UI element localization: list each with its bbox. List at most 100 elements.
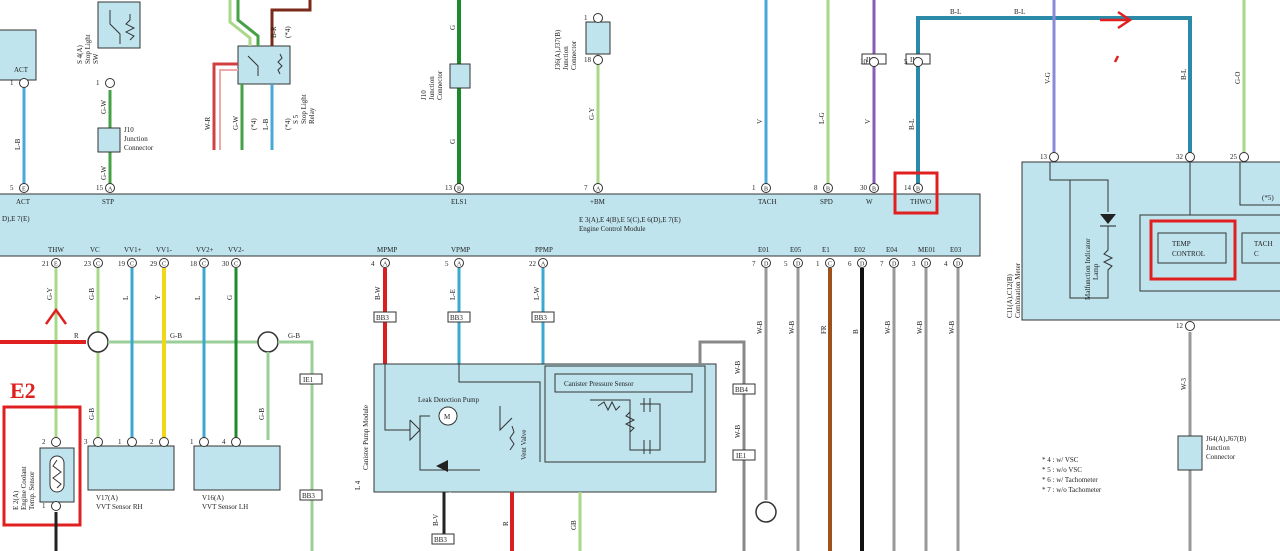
pin-name: ELS1 — [451, 198, 467, 206]
wire-code-bv: B-V — [432, 514, 440, 526]
pin-circle — [921, 258, 931, 268]
pin-code: A — [457, 262, 462, 268]
pin-circle — [159, 437, 169, 447]
pin-number: 3 — [912, 260, 916, 268]
pin-number: 13 — [445, 184, 453, 192]
pin-name: E01 — [758, 246, 770, 254]
pin-number: 25 — [1230, 153, 1238, 161]
pin-number: 19 — [118, 260, 126, 268]
wire-code-le: L-E — [449, 289, 457, 300]
pin-number: 2 — [42, 438, 46, 446]
pin-circle — [199, 437, 209, 447]
pin-code: C — [828, 262, 832, 268]
ecm-bottom-pins: E21THWC23VCC19VV1+C29VV1-C18VV2+C30VV2-A… — [42, 246, 963, 268]
pin-circle — [51, 437, 61, 447]
transistor-1 — [409, 419, 421, 442]
wire-code-tach: V — [756, 119, 764, 124]
connector-pin-12: 3 — [84, 437, 103, 447]
connector-bb3-2 — [447, 311, 471, 323]
relay-label-2: Stop Light — [300, 94, 308, 124]
wire-code-bl-1: B-L — [950, 8, 961, 16]
wire-code-gb-right: G-B — [258, 408, 266, 420]
pin-number: 1 — [96, 79, 100, 87]
pin-code: D — [860, 262, 865, 268]
pin-circle — [105, 183, 115, 193]
pin-name: E05 — [790, 246, 802, 254]
wire-code-e01: W-B — [756, 320, 764, 334]
meter-wire-c — [1239, 162, 1280, 206]
pin-circle — [231, 437, 241, 447]
pin-number: 30 — [860, 184, 868, 192]
pin-number: 6 — [848, 260, 852, 268]
pin-code: D — [892, 262, 897, 268]
pin-name: +BM — [590, 198, 606, 206]
wire-code-stp: G-W — [100, 100, 108, 114]
pin-code: B — [872, 187, 876, 193]
connector-pin-16: 4 — [222, 437, 241, 447]
pin-number: 15 — [96, 184, 104, 192]
j10-left-1: J10 — [124, 126, 134, 134]
pin-circle — [1049, 152, 1059, 162]
canister-sensor-label: Canister Pressure Sensor — [564, 380, 634, 388]
pin-code: D — [956, 262, 961, 268]
pin-number: 23 — [84, 260, 92, 268]
pin-code: C — [96, 262, 100, 268]
pin-code: A — [596, 187, 601, 193]
pin-circle — [761, 183, 771, 193]
pin-code: E — [22, 187, 26, 193]
pin-number: 5 — [445, 260, 449, 268]
motor-label: M — [444, 413, 451, 421]
pin-code: A — [541, 262, 546, 268]
pin-circle — [19, 78, 29, 88]
wire-code-e02: B — [852, 329, 860, 334]
wire-code-bw: B-W — [374, 286, 382, 300]
ecm-left-label: D),E 7(E) — [2, 215, 30, 223]
pin-number: 8 — [814, 184, 818, 192]
wire-code-gb-ie1: G-B — [288, 332, 300, 340]
pin-number: 5 — [904, 58, 908, 66]
sensor-circuit — [590, 399, 661, 451]
connector-bb3-3-label: BB3 — [534, 314, 547, 322]
pin-code: B — [916, 187, 920, 193]
connector-ie1-left-label: IE1 — [303, 376, 314, 384]
wire-relay-top-2 — [228, 0, 252, 46]
connector-pin-14: 2 — [150, 437, 169, 447]
wire-code-wr: W-R — [204, 116, 212, 130]
pin-number: 1 — [10, 79, 14, 87]
pin-circle — [454, 258, 464, 268]
pin-circle — [823, 183, 833, 193]
pin-circle — [793, 258, 803, 268]
pin-name: E1 — [822, 246, 830, 254]
connector-pin-11: 1 — [42, 501, 61, 511]
wire-code-wb-c: W-B — [734, 360, 742, 374]
pin-circle — [825, 258, 835, 268]
pin-name: SPD — [820, 198, 833, 206]
ecm-pin-top-3: A7+BM — [584, 183, 606, 206]
wire-code-gw-relay: G-W — [232, 116, 240, 130]
pin-code: B — [457, 187, 461, 193]
wire-code-br: B-R — [270, 26, 278, 38]
wire-code-thw: G-Y — [46, 288, 54, 300]
pin-number: 5 — [784, 260, 788, 268]
e2-highlight — [2, 405, 82, 527]
mil-lamp-label-2: Lamp — [1092, 263, 1100, 280]
j10-mid-3: Connector — [436, 70, 444, 100]
pin-circle — [380, 258, 390, 268]
connector-bb3-3 — [531, 311, 555, 323]
connector-pin-4: 1 — [10, 78, 29, 88]
pin-number: 1 — [42, 502, 46, 510]
pin-number: 4 — [371, 260, 375, 268]
connector-pin-6: 1 — [584, 13, 603, 23]
canister-sensor-box — [554, 373, 693, 393]
wire-code-e03: W-B — [948, 320, 956, 334]
wire-code-vg: V-G — [1044, 72, 1052, 84]
stop-switch-label-1: S 4(A) — [76, 44, 84, 64]
pin-circle — [199, 258, 209, 268]
connector-ie1-left — [299, 373, 323, 385]
connector-bb3-left-label: BB3 — [302, 492, 315, 500]
